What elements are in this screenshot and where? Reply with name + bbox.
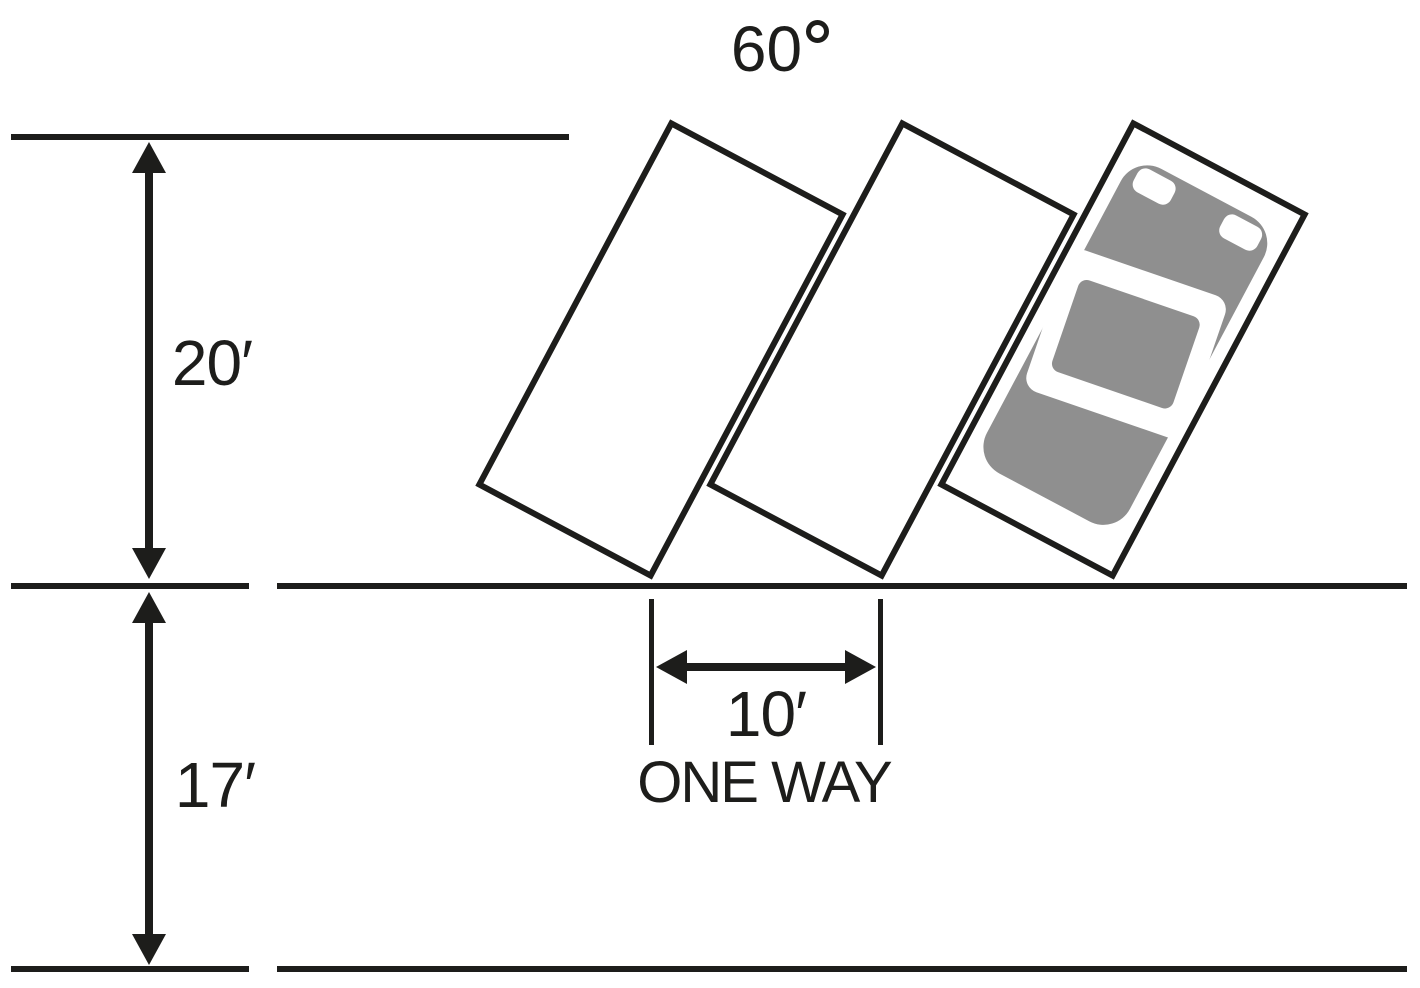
dimension-tick-left xyxy=(649,599,654,745)
curb-line-right-segment xyxy=(277,583,1407,589)
stall-width-dimension-arrow xyxy=(656,650,876,684)
arrow-shaft xyxy=(680,663,852,671)
stall-depth-dimension-arrow xyxy=(132,142,166,579)
street-bottom-line-right-segment xyxy=(277,966,1407,972)
arrow-shaft xyxy=(145,166,153,555)
arrow-down-icon xyxy=(132,548,166,579)
stall-width-label: 10′ xyxy=(725,678,807,750)
curb-line-left-segment xyxy=(11,583,249,589)
street-bottom-line-left-segment xyxy=(11,966,249,972)
degree-symbol-icon xyxy=(806,20,830,43)
aisle-width-label: 17′ xyxy=(174,749,256,821)
angle-value: 60 xyxy=(730,13,803,85)
angle-label: 60 xyxy=(680,13,880,85)
arrow-right-icon xyxy=(845,650,876,684)
one-way-label: ONE WAY xyxy=(637,750,892,815)
arrow-down-icon xyxy=(132,934,166,965)
aisle-width-dimension-arrow xyxy=(132,592,166,965)
dimension-tick-right xyxy=(878,599,883,745)
stall-depth-label: 20′ xyxy=(171,327,253,399)
arrow-shaft xyxy=(145,616,153,941)
parking-area-top-line xyxy=(11,134,569,140)
